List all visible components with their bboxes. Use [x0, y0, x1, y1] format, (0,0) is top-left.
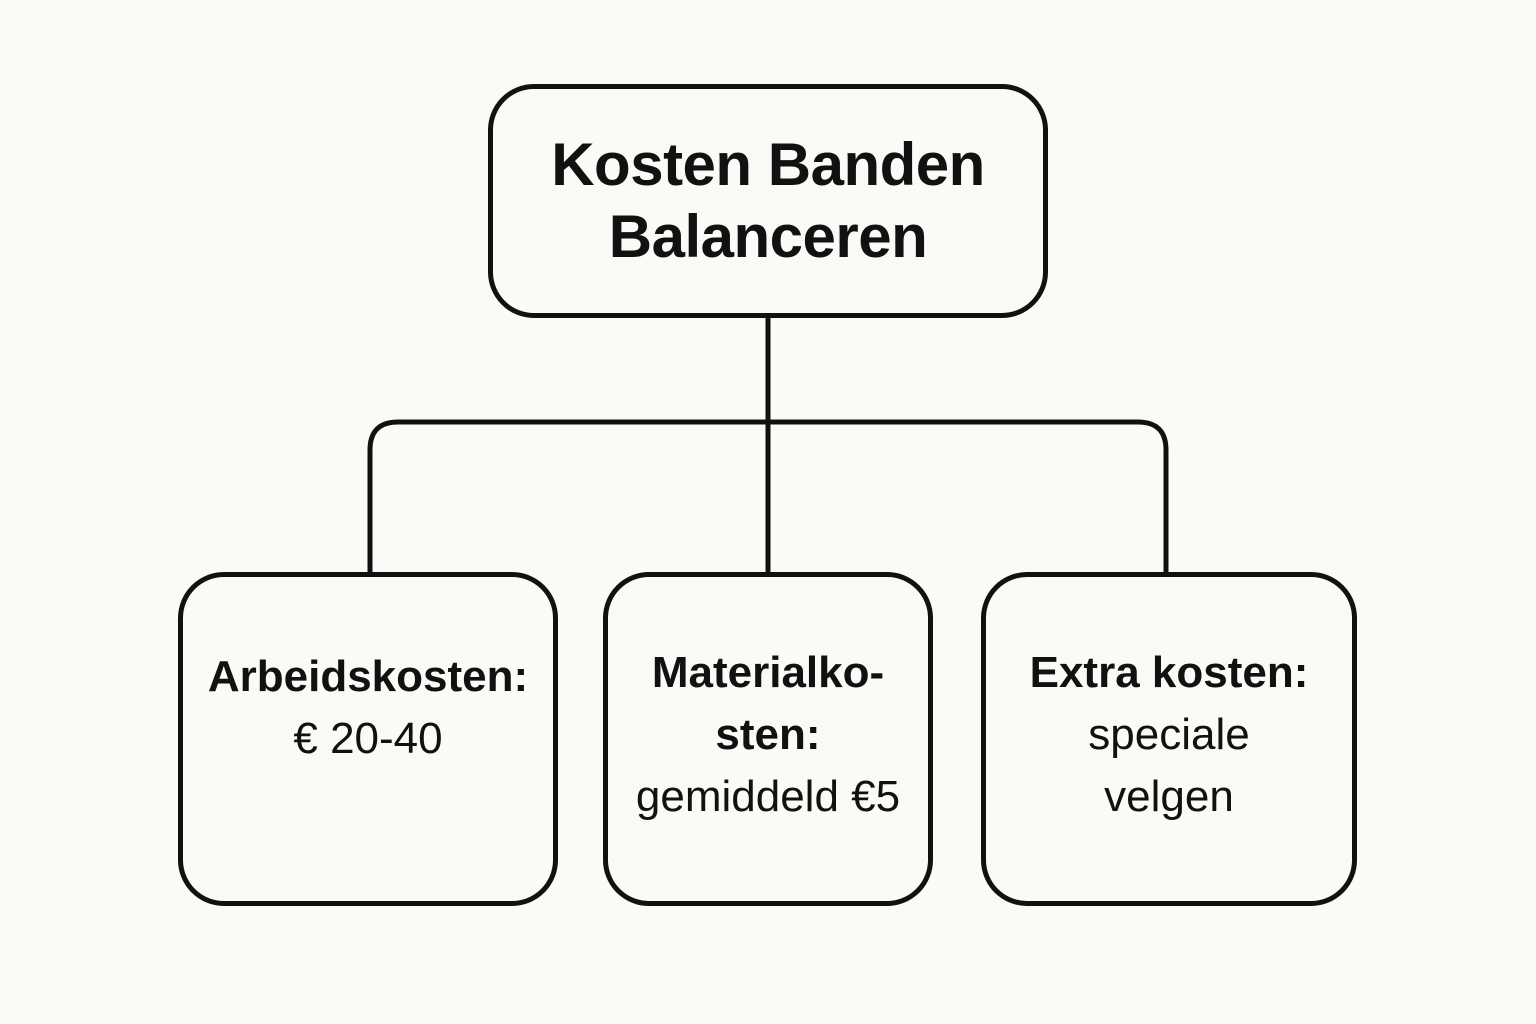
labor-cost-heading: Arbeidskosten:: [207, 652, 529, 701]
root-node: Kosten Banden Balanceren: [488, 84, 1048, 318]
extra-cost-content: Extra kosten: speciale velgen: [1030, 642, 1309, 828]
extra-cost-heading: Extra kosten:: [1029, 648, 1309, 697]
material-cost-heading-line-2: sten:: [715, 710, 821, 759]
material-cost-heading-line-1: Materialko-: [651, 648, 885, 697]
extra-cost-node: Extra kosten: speciale velgen: [981, 572, 1357, 906]
root-title-line-1: Kosten Banden: [551, 131, 985, 198]
extra-cost-detail-line-1: speciale: [1088, 710, 1250, 759]
extra-cost-detail-line-2: velgen: [1104, 772, 1234, 821]
labor-cost-value: € 20-40: [293, 714, 443, 763]
material-cost-node: Materialko- sten: gemiddeld €5: [603, 572, 933, 906]
root-title-line-2: Balanceren: [608, 203, 928, 270]
material-cost-content: Materialko- sten: gemiddeld €5: [636, 642, 900, 828]
labor-cost-content: Arbeidskosten: € 20-40: [208, 646, 528, 770]
labor-cost-node: Arbeidskosten: € 20-40: [178, 572, 558, 906]
branch-bar-connector: [367, 419, 1169, 572]
material-cost-value: gemiddeld €5: [635, 772, 901, 821]
